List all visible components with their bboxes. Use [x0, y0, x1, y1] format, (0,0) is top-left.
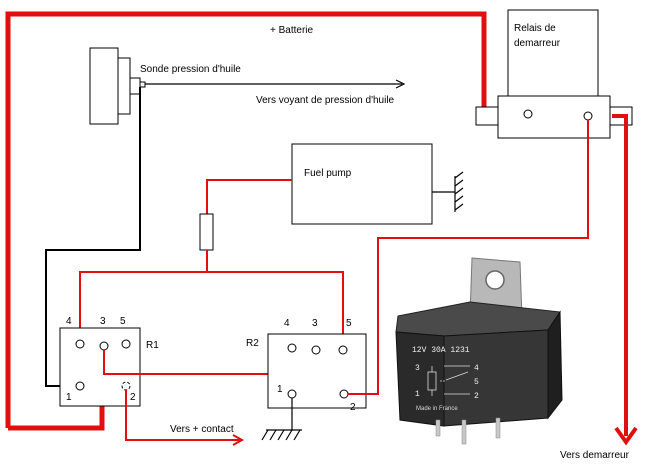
relais-label-1: Relais de [514, 23, 556, 34]
relay-pin-b: 4 [474, 364, 479, 373]
vers-contact-label: Vers + contact [170, 424, 234, 435]
relay-photo: 12V 30A 1231 3 4 5 1 2 Made in France [395, 257, 563, 445]
batterie-label: + Batterie [270, 25, 314, 36]
r1-pin1-label: 1 [66, 392, 72, 403]
contact-arrow-head [232, 434, 245, 446]
oil-sensor-pin [139, 81, 146, 88]
r2-pin5 [338, 345, 348, 355]
relay-pin-c: 1 [415, 390, 420, 399]
r2-pin5-label: 5 [346, 318, 352, 329]
oil-sensor-tip [129, 77, 141, 95]
r1-pin1 [75, 381, 85, 391]
relay-pin-e: 5 [474, 378, 479, 387]
r1-pin3 [99, 341, 109, 351]
relay-leg-2 [461, 419, 467, 445]
relais-label-2: demarreur [514, 38, 561, 49]
oil-sensor-neck [117, 57, 131, 115]
r1-pin4-label: 4 [66, 316, 72, 327]
r2-pin1 [287, 389, 297, 399]
relay-pin-d: 2 [474, 392, 479, 401]
r1-box [59, 327, 141, 407]
r1-label: R1 [146, 340, 159, 351]
starter-relay-terminal [497, 95, 611, 139]
fuse [199, 213, 214, 251]
relay-main-face [443, 329, 549, 427]
r2-pin3 [311, 345, 321, 355]
relay-schematic [427, 365, 470, 396]
pump-ground-symbol [454, 171, 464, 212]
oil-sensor-body [89, 47, 119, 125]
relay-pin-a: 3 [415, 364, 420, 373]
r2-pin2 [339, 389, 349, 399]
relay-mount-hole [485, 270, 505, 290]
r2-to-starter-wire [348, 120, 589, 395]
oil-lamp-arrow [395, 79, 406, 89]
r1-pin5 [121, 339, 131, 349]
r1-pin5-label: 5 [120, 316, 126, 327]
relay-leg-1 [435, 419, 441, 437]
r2-pin2-label: 2 [350, 402, 356, 413]
relay-rating: 12V 30A 1231 [412, 346, 470, 355]
r2-label: R2 [246, 338, 259, 349]
relay-leg-3 [495, 417, 501, 439]
pump-feed-wire [206, 179, 292, 214]
sonde-label: Sonde pression d'huile [140, 64, 241, 75]
fuel-pump-label: Fuel pump [304, 168, 352, 179]
relay-side-face [547, 310, 563, 420]
r1-pin4-wire [79, 271, 344, 348]
relay-made-in: Made in France [416, 406, 458, 412]
r2-box [267, 333, 367, 409]
r1-pin4 [75, 339, 85, 349]
r1-pin3-label: 3 [100, 316, 106, 327]
starter-relay-lug-left [475, 106, 499, 126]
starter-relay-screw-left [523, 109, 533, 119]
r1-contact-wire [125, 390, 240, 441]
r2-pin4-label: 4 [284, 318, 290, 329]
vers-demarreur-label: Vers demarreur [560, 450, 630, 461]
r2-ground-symbol [261, 429, 302, 441]
battery-wire [5, 11, 487, 428]
r1-pin2 [121, 381, 131, 391]
sensor-to-r1-wire [45, 87, 141, 387]
starter-relay-screw-right [583, 111, 593, 121]
r2-pin4 [287, 343, 297, 353]
starter-arrow-head [614, 426, 638, 446]
r2-pin3-label: 3 [312, 318, 318, 329]
voyant-label: Vers voyant de pression d'huile [256, 95, 395, 106]
fuel-pump-box [291, 143, 433, 225]
r2-pin1-label: 1 [277, 384, 283, 395]
r1-to-battery-wire [8, 402, 105, 431]
r1-pin2-label: 2 [130, 392, 136, 403]
starter-relay-box [507, 9, 599, 97]
starter-output-wire [612, 114, 628, 436]
